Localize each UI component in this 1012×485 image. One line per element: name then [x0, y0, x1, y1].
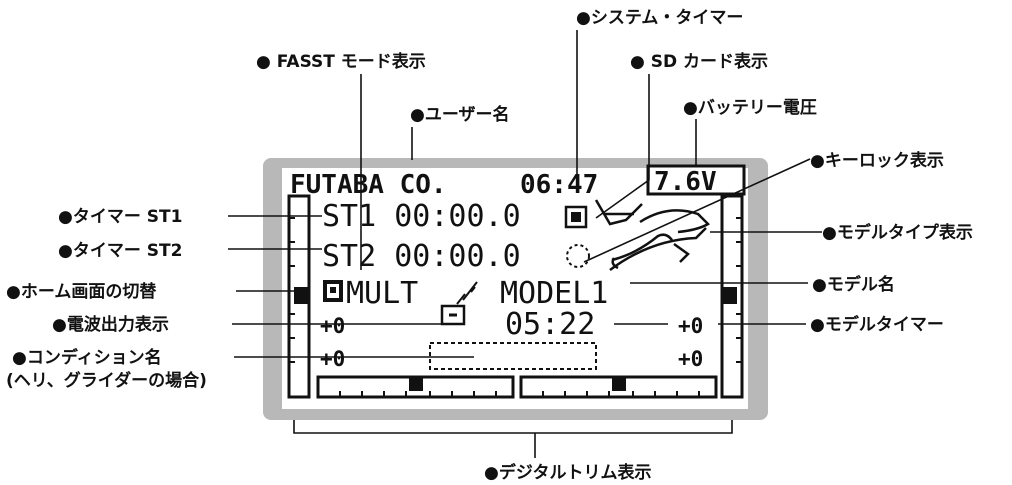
timer-st1-text: ST1 00:00.0	[322, 199, 521, 234]
callout-condition-name: ●コンディション名	[12, 347, 162, 368]
battery-voltage-text: 7.6V	[654, 167, 717, 197]
callout-digital-trim: ●デジタルトリム表示	[484, 462, 652, 483]
callout-timer-st2: ●タイマー ST2	[58, 241, 182, 261]
callout-model-timer: ●モデルタイマー	[810, 314, 944, 335]
key-lock-icon	[566, 244, 590, 268]
right-vertical-trim	[720, 194, 744, 399]
trim-value-right-top: +0	[678, 314, 703, 338]
callout-fasst-mode: ● FASST モード表示	[256, 51, 426, 72]
condition-name-box	[429, 342, 597, 370]
callout-model-type: ●モデルタイプ表示	[822, 222, 973, 243]
user-name-text: FUTABA CO.	[290, 170, 447, 200]
trim-value-right-bottom: +0	[678, 347, 703, 371]
left-horizontal-trim	[316, 375, 515, 399]
home-switch-icon	[323, 280, 343, 302]
model-name-text: MODEL1	[500, 276, 608, 311]
leader-lines	[228, 30, 822, 358]
sd-card-icon	[564, 205, 588, 229]
digital-trim-bracket	[293, 420, 733, 434]
system-timer-text: 06:47	[520, 170, 598, 200]
callout-battery: ●バッテリー電圧	[683, 98, 817, 118]
timer-st2-text: ST2 00:00.0	[322, 239, 521, 274]
right-vertical-trim-marker	[723, 287, 737, 304]
right-horizontal-trim	[519, 375, 718, 399]
trim-value-left-bottom: +0	[320, 347, 345, 371]
mode-text: MULT	[346, 276, 418, 311]
callout-rf-output: ●電波出力表示	[52, 314, 169, 335]
right-horizontal-trim-marker	[612, 377, 626, 391]
callout-sd-card: ● SD カード表示	[630, 51, 768, 72]
callout-model-name: ●モデル名	[812, 274, 895, 295]
callout-user-name: ●ユーザー名	[410, 104, 510, 125]
trim-value-left-top: +0	[320, 314, 345, 338]
left-vertical-trim-marker	[294, 287, 308, 304]
callout-system-timer: ●システム・タイマー	[576, 8, 743, 28]
model-timer-text: 05:22	[505, 307, 595, 342]
left-horizontal-trim-marker	[409, 377, 423, 391]
callout-key-lock: ●キーロック表示	[810, 150, 944, 171]
callout-condition-note: (ヘリ、グライダーの場合)	[6, 370, 207, 391]
antenna-icon	[440, 281, 478, 326]
left-vertical-trim	[287, 194, 311, 399]
callout-timer-st1: ●タイマー ST1	[58, 207, 182, 227]
callout-home-switch: ●ホーム画面の切替	[6, 281, 157, 302]
